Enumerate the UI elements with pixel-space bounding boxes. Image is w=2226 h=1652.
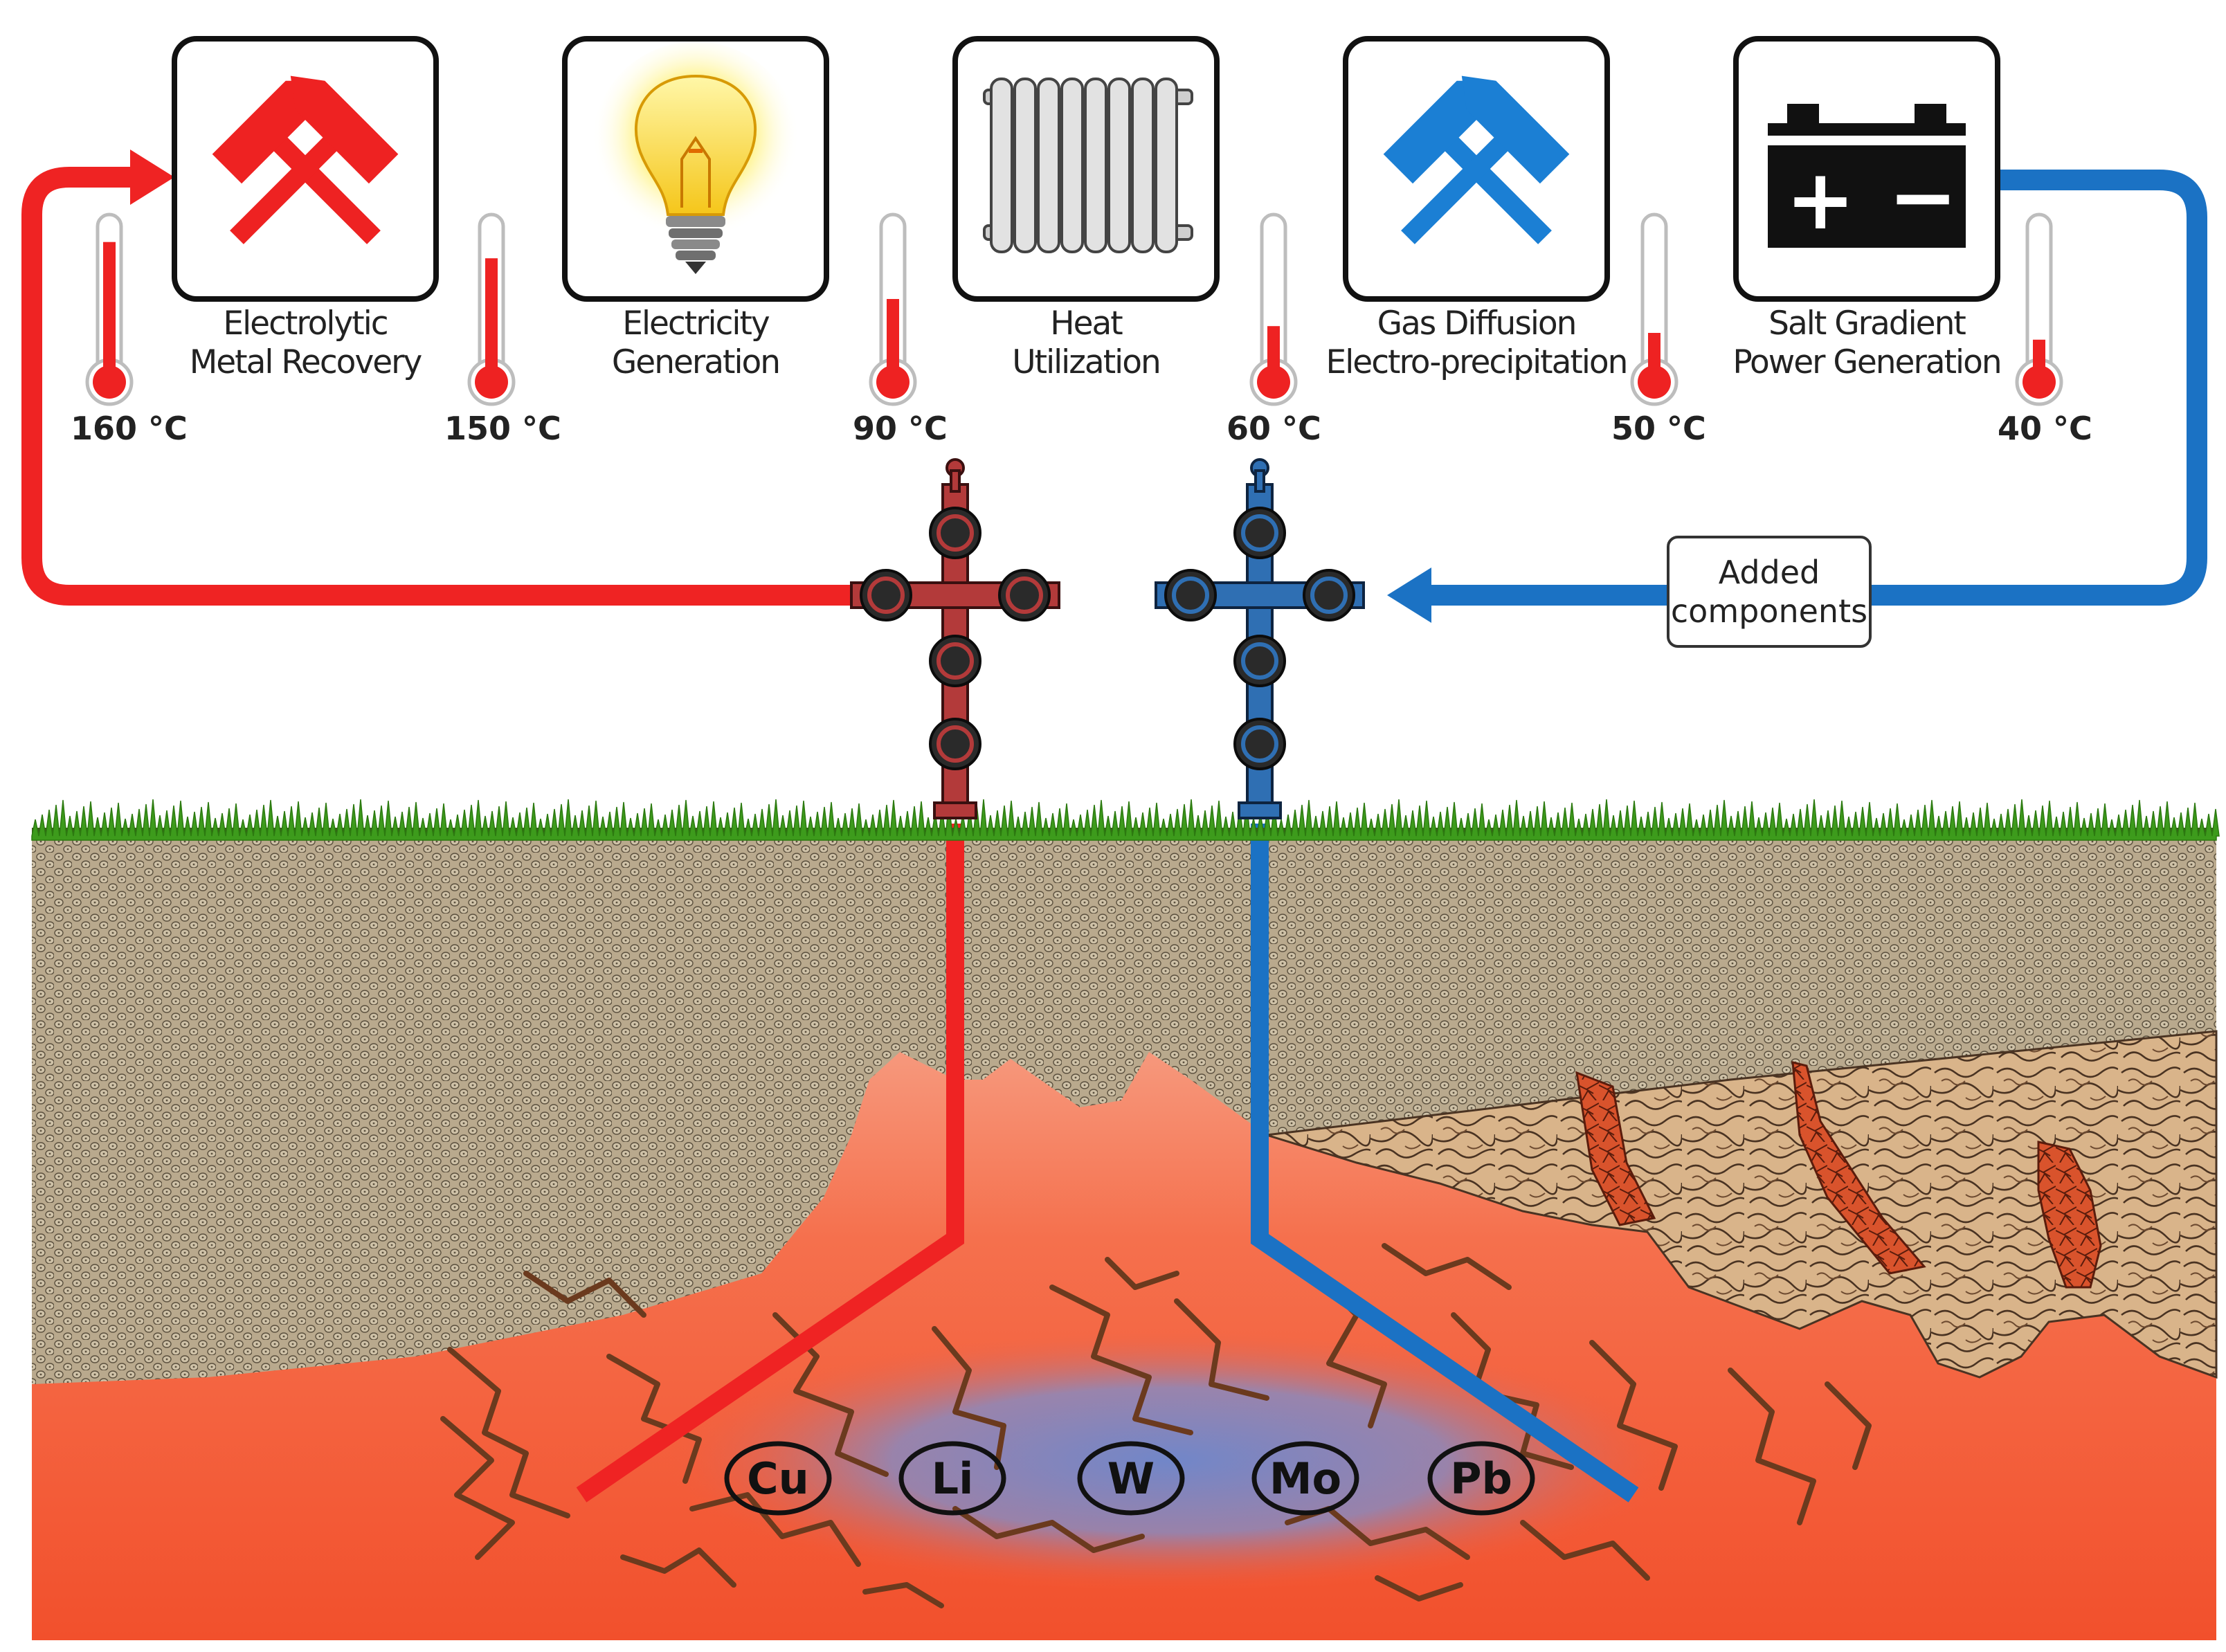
flow-arrow-right — [130, 149, 174, 205]
stage-label-electrolytic: Electrolytic Metal Recovery — [167, 305, 444, 382]
temp-label-40: 40 °C — [1998, 410, 2092, 447]
stage-heat-box — [952, 36, 1220, 302]
stage-label-electrolytic-line1: Electrolytic — [223, 305, 388, 343]
stage-electrolytic-box — [172, 36, 439, 302]
temp-label-60: 60 °C — [1227, 410, 1321, 447]
ore-vein-1 — [1575, 1071, 1656, 1226]
light-bulb-icon — [592, 42, 799, 274]
added-components-line1: Added — [1718, 554, 1820, 591]
metal-cu: Cu — [724, 1441, 832, 1516]
wellhead-valves — [860, 507, 1051, 770]
metal-mo: Mo — [1251, 1441, 1359, 1516]
metal-pb: Pb — [1427, 1441, 1535, 1516]
flow-arrow-left — [1387, 568, 1431, 623]
stage-label-salt-gradient-line2: Power Generation — [1732, 343, 2002, 381]
thermometer-icon — [2015, 212, 2063, 406]
stage-label-gas-diffusion: Gas Diffusion Electro-precipitation — [1296, 305, 1656, 382]
stage-electricity-box — [562, 36, 829, 302]
stage-label-salt-gradient: Salt Gradient Power Generation — [1708, 305, 2026, 382]
metal-li: Li — [898, 1441, 1006, 1516]
thermometer-icon — [467, 212, 516, 406]
return-pipe-hot — [21, 167, 865, 606]
stage-salt-gradient-box: + − — [1733, 36, 2000, 302]
metal-pb-label: Pb — [1450, 1453, 1512, 1504]
temp-label-150: 150 °C — [444, 410, 561, 447]
injection-wellhead — [1155, 458, 1365, 819]
stage-label-electricity-line2: Generation — [611, 343, 781, 381]
production-wellhead — [850, 458, 1060, 819]
thermometer-icon — [869, 212, 917, 406]
crossed-hammers-red-icon — [212, 75, 399, 244]
stage-label-heat-line1: Heat — [1050, 305, 1123, 343]
stage-label-salt-gradient-line1: Salt Gradient — [1768, 305, 1966, 343]
temp-label-90: 90 °C — [853, 410, 948, 447]
metal-li-label: Li — [932, 1453, 974, 1504]
production-well — [576, 824, 964, 1503]
soil-layer — [32, 836, 2216, 1384]
battery-icon: + − — [1758, 104, 1975, 248]
thermometer-level — [103, 242, 116, 381]
injection-well — [1251, 824, 1639, 1503]
metal-w-label: W — [1107, 1453, 1155, 1504]
thermometer-icon — [85, 212, 134, 406]
added-components-line2: components — [1670, 592, 1868, 630]
stage-label-heat: Heat Utilization — [948, 305, 1224, 382]
metal-mo-label: Mo — [1269, 1453, 1341, 1504]
added-components-box: Added components — [1667, 536, 1872, 648]
battery-minus: − — [1888, 149, 1958, 246]
stage-label-gas-diffusion-line2: Electro-precipitation — [1325, 343, 1629, 381]
thermometer-icon — [1630, 212, 1678, 406]
rock-formation — [1266, 1030, 2218, 1379]
stage-label-electrolytic-line2: Metal Recovery — [189, 343, 423, 381]
battery-plus: + — [1786, 152, 1856, 248]
thermometers — [85, 212, 2063, 406]
stage-label-electricity: Electricity Generation — [557, 305, 834, 382]
stage-label-heat-line2: Utilization — [1012, 343, 1161, 381]
ore-vein-3 — [2037, 1141, 2102, 1289]
grass-surface — [31, 799, 2220, 841]
ore-vein-2 — [1791, 1061, 1926, 1275]
temp-label-50: 50 °C — [1611, 410, 1706, 447]
thermometer-level — [887, 299, 899, 381]
cooled-reservoir-glow — [664, 1329, 1675, 1592]
thermometer-level — [485, 258, 498, 381]
return-pipe-cold — [1426, 170, 2207, 606]
stage-gas-diffusion-box — [1343, 36, 1610, 302]
metal-w: W — [1077, 1441, 1185, 1516]
metal-cu-label: Cu — [747, 1453, 809, 1504]
crossed-hammers-blue-icon — [1383, 75, 1570, 244]
thermometer-icon — [1249, 212, 1298, 406]
stage-label-gas-diffusion-line1: Gas Diffusion — [1377, 305, 1577, 343]
radiator-icon — [983, 78, 1193, 253]
underground-section: Cu Li W Mo Pb — [32, 824, 2218, 1640]
stage-label-electricity-line1: Electricity — [622, 305, 770, 343]
temp-label-160: 160 °C — [71, 410, 188, 447]
